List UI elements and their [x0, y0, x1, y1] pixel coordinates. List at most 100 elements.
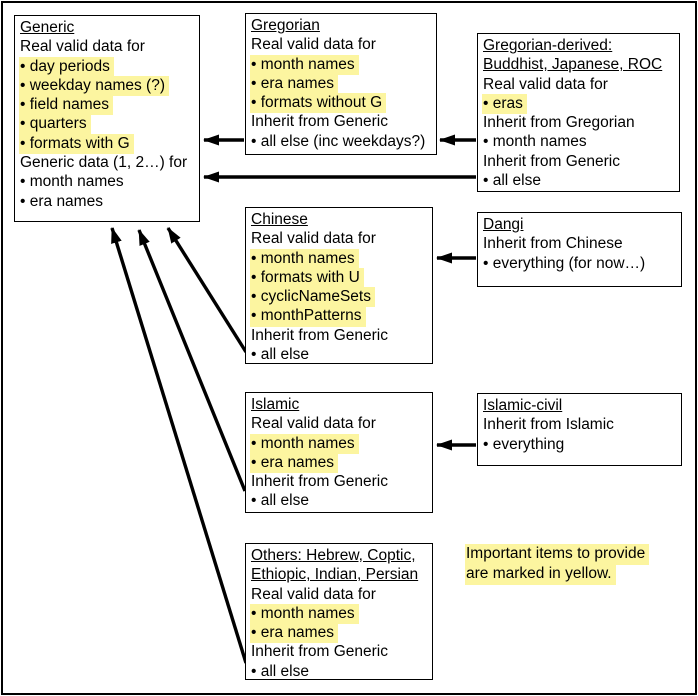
box-line: Inherit from Islamic — [483, 415, 681, 434]
box-gregorian-derived: Gregorian-derived:Buddhist, Japanese, RO… — [477, 33, 680, 192]
box-line: are marked in yellow. — [465, 563, 681, 585]
box-line: • all else — [251, 345, 432, 364]
box-line: • weekday names (?) — [19, 75, 199, 97]
box-line: • day periods — [19, 56, 199, 77]
box-line-text: Important items to provide — [465, 544, 650, 565]
box-line: • all else — [483, 171, 679, 190]
box-line: • month names — [483, 132, 679, 151]
box-line-text: • month names — [250, 248, 359, 269]
box-line-text: • day periods — [19, 56, 114, 77]
box-line-text: • era names — [250, 452, 338, 474]
box-line-text: Inherit from Generic — [483, 152, 620, 170]
box-line: • everything — [483, 435, 681, 454]
box-line-text: are marked in yellow. — [465, 563, 616, 585]
box-line: • era names — [20, 192, 199, 211]
box-line: • month names — [250, 603, 432, 625]
box-line: Islamic-civil — [483, 396, 681, 415]
box-title-text: Dangi — [483, 216, 524, 233]
box-line-text: Inherit from Generic — [251, 473, 388, 491]
box-line: • formats with U — [250, 267, 432, 289]
box-line-text: Real valid data for — [251, 230, 376, 248]
box-line-text: Generic data (1, 2…) for — [20, 154, 188, 172]
box-line-text: • formats with G — [19, 133, 134, 155]
box-line: Inherit from Generic — [483, 152, 679, 171]
box-line-text: Inherit from Generic — [251, 326, 388, 344]
box-line: • era names — [250, 623, 432, 644]
box-line-text: • all else — [251, 346, 309, 364]
box-title-text: Generic — [20, 19, 75, 36]
box-line: • eras — [482, 93, 679, 115]
box-title-text: Islamic-civil — [483, 397, 563, 414]
box-title-text: Others: Hebrew, Coptic, — [251, 547, 416, 564]
box-line: • era names — [250, 73, 436, 95]
box-line: Chinese — [251, 210, 432, 229]
box-line: Ethiopic, Indian, Persian — [251, 565, 432, 584]
box-line: Dangi — [483, 215, 681, 234]
box-line: Gregorian — [251, 16, 436, 35]
box-line-text: • month names — [250, 54, 359, 75]
box-line-text: • quarters — [19, 114, 91, 135]
box-line: Inherit from Generic — [251, 112, 436, 131]
box-line-text: Inherit from Gregorian — [483, 114, 635, 132]
box-line-text: • formats with U — [250, 267, 364, 289]
box-title-text: Gregorian — [251, 17, 320, 34]
box-line: • month names — [250, 248, 432, 269]
box-line-text: • everything (for now…) — [483, 254, 646, 272]
arrow-islamic-to-generic — [137, 229, 247, 492]
box-line-text: • weekday names (?) — [19, 75, 169, 97]
box-line: Generic data (1, 2…) for — [20, 153, 199, 172]
box-line: • month names — [250, 54, 436, 75]
box-line: Generic — [20, 18, 199, 37]
box-line: • everything (for now…) — [483, 254, 681, 273]
box-line: • era names — [250, 452, 432, 474]
box-line: Real valid data for — [251, 35, 436, 54]
box-line-text: Real valid data for — [483, 75, 608, 93]
box-line: Buddhist, Japanese, ROC — [483, 55, 679, 74]
box-line: • month names — [250, 433, 432, 454]
box-line: Inherit from Generic — [251, 472, 432, 491]
box-line: • all else — [251, 662, 432, 680]
box-line: Inherit from Chinese — [483, 234, 681, 253]
box-line: • all else (inc weekdays?) — [251, 132, 436, 151]
box-line-text: Real valid data for — [251, 36, 376, 54]
box-line: Gregorian-derived: — [483, 36, 679, 55]
box-line: Real valid data for — [251, 585, 432, 604]
box-line-text: • month names — [250, 603, 359, 625]
box-line-text: • all else — [251, 662, 309, 680]
box-line-text: Inherit from Chinese — [483, 235, 623, 253]
arrow-others-to-generic — [110, 227, 248, 664]
box-line-text: • month names — [483, 133, 587, 151]
box-line: • formats with G — [19, 133, 199, 155]
box-line: Important items to provide — [465, 544, 681, 565]
box-line: • monthPatterns — [250, 306, 432, 327]
box-line-text: • all else — [483, 172, 541, 190]
arrow-chinese-to-generic — [166, 227, 248, 353]
box-line: • cyclicNameSets — [250, 287, 432, 308]
box-line-text: • formats without G — [250, 93, 387, 114]
box-line: • all else — [251, 491, 432, 510]
box-line-text: • field names — [19, 95, 113, 116]
box-line-text: Real valid data for — [251, 585, 376, 603]
box-line-text: Inherit from Generic — [251, 643, 388, 661]
box-line-text: • month names — [250, 433, 359, 454]
box-line: Real valid data for — [20, 37, 199, 56]
box-line: • quarters — [19, 114, 199, 135]
box-line: • field names — [19, 95, 199, 116]
box-line: • formats without G — [250, 93, 436, 114]
box-line: Inherit from Generic — [251, 326, 432, 345]
box-line-text: • era names — [250, 73, 338, 95]
box-line-text: • all else (inc weekdays?) — [251, 132, 426, 150]
box-line: Real valid data for — [483, 75, 679, 94]
box-title-text: Buddhist, Japanese, ROC — [483, 56, 663, 74]
box-line-text: Inherit from Generic — [251, 113, 388, 131]
box-line: Real valid data for — [251, 229, 432, 248]
box-line-text: • everything — [483, 435, 565, 453]
box-line: Inherit from Generic — [251, 642, 432, 661]
box-line: Real valid data for — [251, 414, 432, 433]
box-line-text: Real valid data for — [20, 38, 145, 56]
